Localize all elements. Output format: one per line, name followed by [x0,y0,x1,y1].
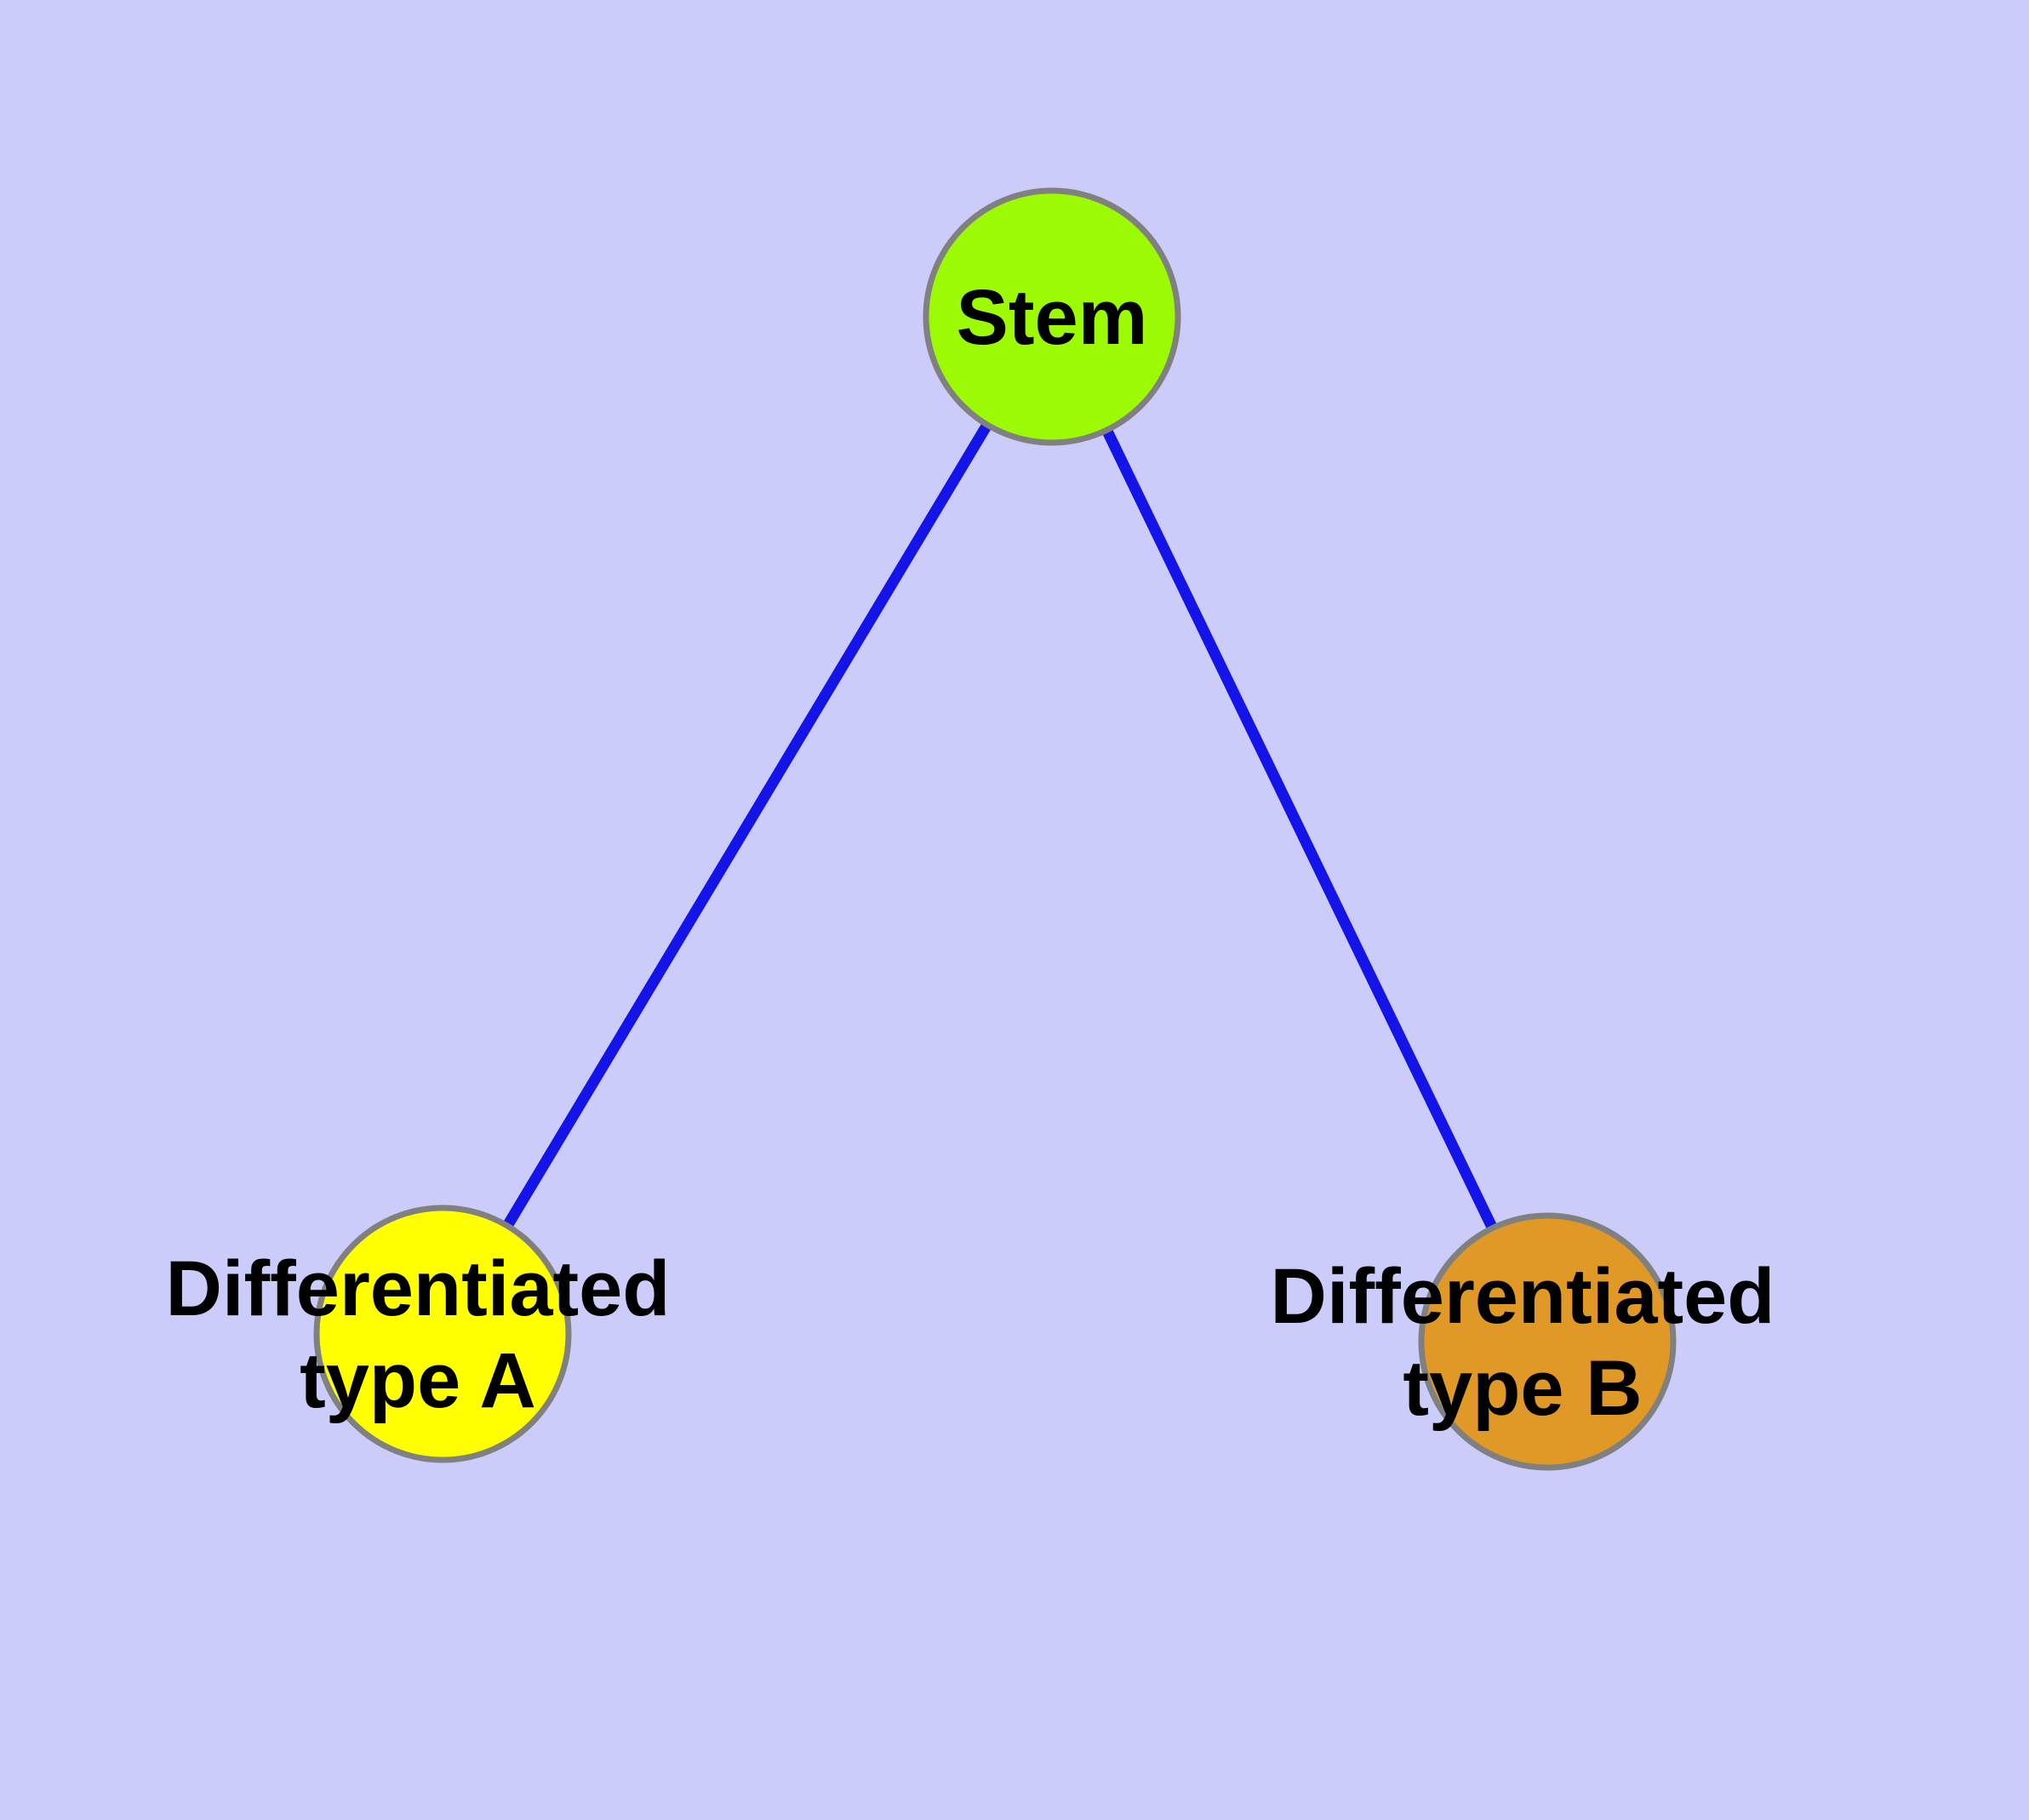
node-differentiated-type-b-circle[interactable] [1418,1212,1677,1471]
node-differentiated-type-b[interactable]: Differentiated type B [1271,1212,1775,1471]
node-differentiated-type-a-label-line2: type A [300,1337,536,1424]
node-differentiated-type-a[interactable]: Differentiated type A [166,1205,671,1463]
node-differentiated-type-b-label-line1: Differentiated [1271,1253,1775,1340]
node-stem-label-line1: Stem [957,274,1148,361]
edge-layer [437,313,1552,1344]
node-differentiated-type-b-label-line2: type B [1403,1345,1642,1432]
edge-stem-to-differentiated-type-a[interactable] [437,313,1057,1337]
node-differentiated-type-a-label-line1: Differentiated [166,1245,671,1332]
node-stem[interactable]: Stem [923,187,1181,446]
node-differentiated-type-a-circle[interactable] [313,1205,572,1463]
node-stem-circle[interactable] [923,187,1181,446]
edge-stem-to-differentiated-type-b[interactable] [1047,314,1552,1344]
